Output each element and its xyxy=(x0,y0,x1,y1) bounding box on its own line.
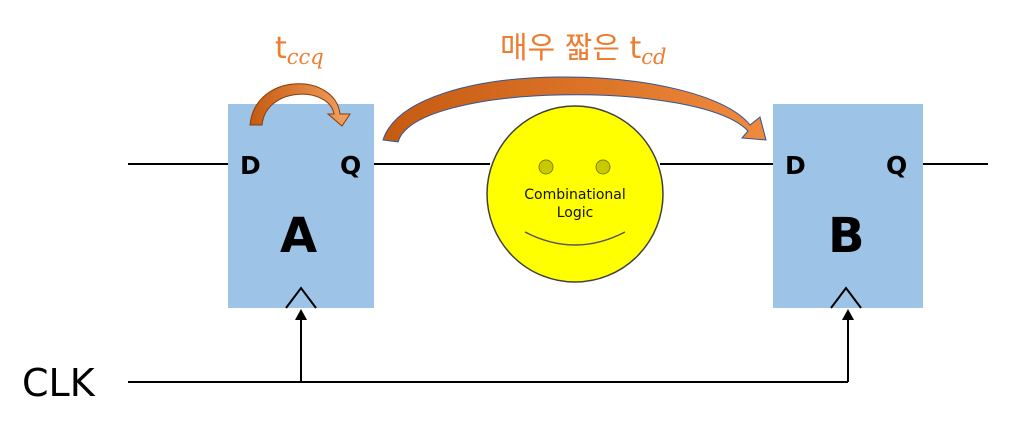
flipflop-b-d-pin: D xyxy=(785,151,806,180)
tcd-prefix: 매우 짧은 t xyxy=(500,31,642,66)
flipflop-a xyxy=(228,104,374,308)
smile-mouth xyxy=(524,231,626,246)
tcd-sub: cd xyxy=(641,45,667,69)
flipflop-a-label: A xyxy=(280,208,318,264)
tccq-arrow xyxy=(249,83,351,127)
combinational-logic-label: Combinational Logic xyxy=(510,186,640,222)
tccq-label: tccq xyxy=(275,34,324,68)
tcd-label: 매우 짧은 tcd xyxy=(500,34,666,68)
tccq-sub: ccq xyxy=(286,45,324,69)
flipflop-a-q-pin: Q xyxy=(340,151,362,180)
left-eye-icon xyxy=(538,159,554,175)
flipflop-b-q-pin: Q xyxy=(886,151,908,180)
flipflop-b xyxy=(773,104,923,308)
clock-a-arrowhead xyxy=(295,309,307,320)
flipflop-b-label: B xyxy=(828,208,865,264)
flipflop-a-d-pin: D xyxy=(240,151,261,180)
clock-b-arrowhead xyxy=(842,309,854,320)
clock-edge-a xyxy=(285,286,317,309)
smiley-face xyxy=(486,105,664,283)
clock-label: CLK xyxy=(22,361,95,405)
tccq-base: t xyxy=(275,31,287,66)
right-eye-icon xyxy=(595,159,611,175)
logic-line-2: Logic xyxy=(556,205,594,221)
clock-edge-b xyxy=(830,286,862,309)
logic-line-1: Combinational xyxy=(524,187,626,203)
tcd-arrow xyxy=(382,76,767,143)
